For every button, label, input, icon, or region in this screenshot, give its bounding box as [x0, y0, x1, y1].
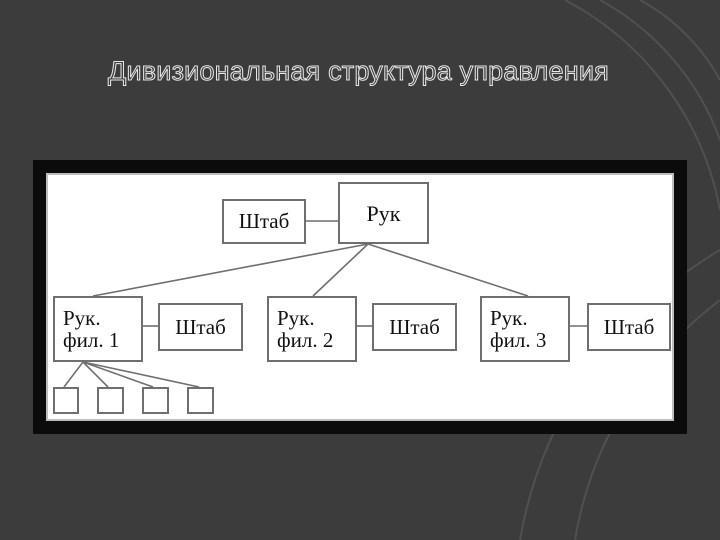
top-staff-box: Штаб — [222, 199, 306, 244]
subunit-box-3 — [142, 387, 169, 414]
branch-1-head-box: Рук. фил. 1 — [53, 296, 143, 362]
branch-2-staff-box: Штаб — [372, 303, 457, 351]
branch-3-staff-box: Штаб — [587, 303, 671, 351]
subunit-box-4 — [187, 387, 214, 414]
line-top-branch-1 — [92, 243, 369, 297]
branch-3-head-box: Рук. фил. 3 — [480, 296, 570, 362]
line-branch-1-sub-1 — [63, 361, 84, 388]
diagram-picture-frame: Штаб Рук Рук. фил. 1 Штаб Рук. фил. 2 Шт… — [33, 160, 687, 434]
branch-1-staff-box: Штаб — [158, 303, 243, 351]
diagram-canvas: Штаб Рук Рук. фил. 1 Штаб Рук. фил. 2 Шт… — [46, 173, 674, 421]
branch-2-head-box: Рук. фил. 2 — [267, 296, 357, 362]
subunit-box-1 — [53, 387, 79, 414]
line-top-branch-2 — [312, 243, 369, 297]
top-head-box: Рук — [338, 182, 429, 244]
line-top-branch-3 — [367, 243, 529, 297]
slide-title: Дивизиональная структура управления — [108, 56, 610, 87]
subunit-box-2 — [97, 387, 124, 414]
line-branch-1-sub-4 — [82, 361, 200, 388]
connector-lines — [63, 220, 587, 388]
line-branch-1-sub-3 — [82, 361, 154, 388]
line-branch-1-sub-2 — [82, 361, 109, 388]
